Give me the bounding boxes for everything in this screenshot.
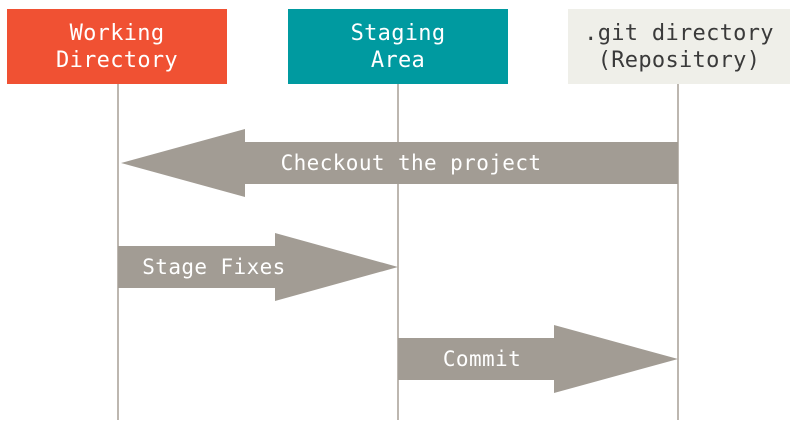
commit-arrow-label: Commit	[443, 347, 521, 371]
stage-fixes-arrow	[118, 233, 398, 301]
staging-area-header-line-1: Staging	[350, 20, 446, 46]
repository-header: .git directory (Repository)	[568, 9, 790, 84]
working-directory-header-line-2: Directory	[56, 47, 178, 73]
staging-area-header: Staging Area	[288, 9, 508, 84]
staging-area-lifeline	[397, 84, 399, 420]
checkout-arrow	[121, 129, 678, 197]
staging-area-header-line-2: Area	[370, 47, 426, 73]
repository-header-line-2: (Repository)	[597, 47, 761, 73]
commit-arrow	[398, 325, 678, 393]
repository-header-line-1: .git directory	[584, 20, 774, 46]
stage-fixes-arrow-label: Stage Fixes	[142, 255, 285, 279]
working-directory-header: Working Directory	[7, 9, 227, 84]
checkout-arrow-label: Checkout the project	[281, 151, 542, 175]
repository-lifeline	[677, 84, 679, 420]
working-directory-header-line-1: Working	[69, 20, 165, 46]
